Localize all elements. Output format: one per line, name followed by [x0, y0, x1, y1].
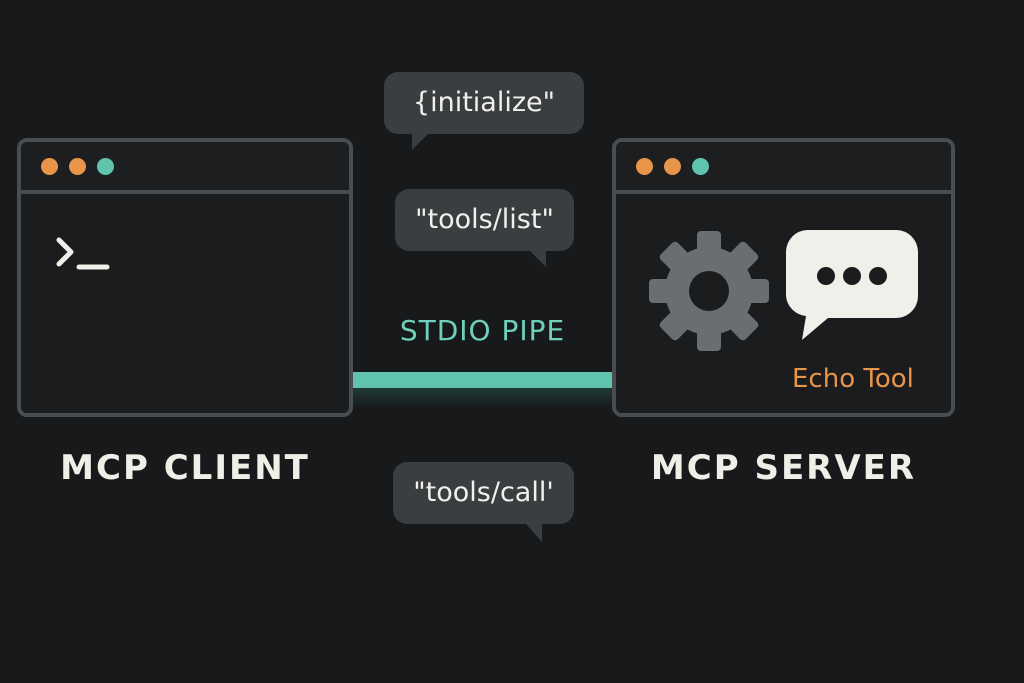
bubble-tail — [412, 134, 428, 150]
server-window-body: Echo Tool — [616, 194, 951, 413]
client-window-dot-teal — [97, 158, 114, 175]
initialize-message-text: {initialize" — [412, 87, 556, 118]
bubble-tail — [526, 524, 542, 542]
tools-list-message-text: "tools/list" — [415, 204, 554, 235]
tools-call-message-text: "tools/call' — [413, 477, 554, 508]
echo-tool-label: Echo Tool — [792, 364, 914, 394]
stdio-pipe-label: STDIO PIPE — [399, 314, 566, 347]
client-window-dot-orange-2 — [69, 158, 86, 175]
stdio-pipe — [353, 372, 612, 388]
mcp-client-label: MCP CLIENT — [60, 448, 310, 488]
client-window-dot-orange — [41, 158, 58, 175]
mcp-server-window: Echo Tool — [612, 138, 955, 417]
mcp-client-window — [17, 138, 353, 417]
initialize-message-bubble: {initialize" — [384, 72, 584, 150]
tools-list-message-bubble: "tools/list" — [395, 189, 574, 267]
mcp-server-label: MCP SERVER — [650, 448, 917, 488]
chat-ellipsis-icon — [786, 230, 918, 340]
terminal-prompt-icon — [56, 237, 110, 270]
server-window-dot-orange — [636, 158, 653, 175]
stdio-pipe-glow — [353, 388, 612, 408]
client-titlebar — [21, 142, 349, 194]
bubble-tail — [530, 251, 546, 267]
gear-icon — [649, 231, 769, 351]
client-window-body — [21, 194, 349, 413]
tools-call-message-bubble: "tools/call' — [393, 462, 574, 542]
server-titlebar — [616, 142, 951, 194]
server-window-dot-teal — [692, 158, 709, 175]
server-window-dot-orange-2 — [664, 158, 681, 175]
